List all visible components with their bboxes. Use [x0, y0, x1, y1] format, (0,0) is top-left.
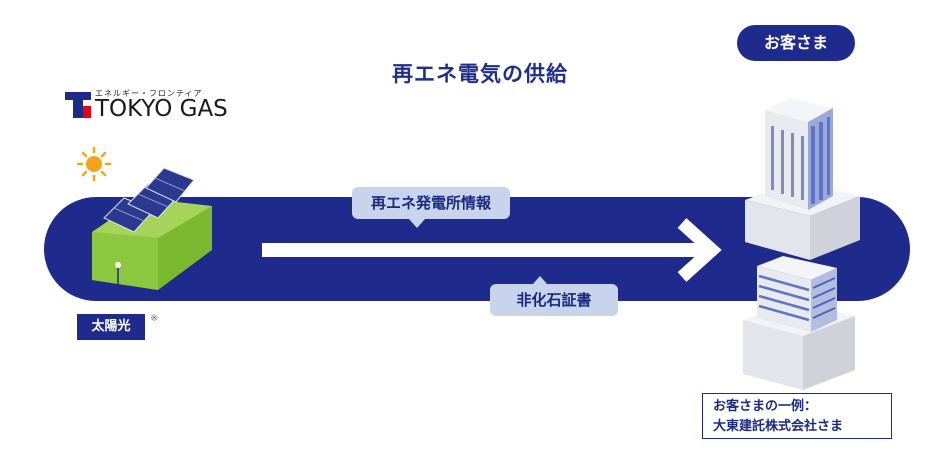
plant-info-label: 再エネ発電所情報	[352, 187, 510, 219]
diagram-title: 再エネ電気の供給	[392, 62, 568, 86]
tokyo-gas-logo: エネルギー・フロンティア TOKYO GAS	[65, 88, 245, 122]
customer-example-name: 大東建託株式会社さま	[713, 419, 844, 434]
customer-example-box: お客さまの一例： 大東建託株式会社さま	[702, 393, 892, 439]
logo-name: TOKYO GAS	[95, 96, 228, 122]
customer-badge: お客さま	[737, 25, 855, 61]
flow-band	[44, 197, 910, 301]
flow-arrow-icon	[262, 218, 722, 282]
customer-example-heading: お客さまの一例：	[713, 399, 818, 414]
pill-pointer-down-icon	[409, 219, 425, 228]
pill-pointer-up-icon	[532, 276, 548, 285]
customer-buildings-illustration	[743, 98, 860, 390]
logo-tagline: エネルギー・フロンティア	[95, 89, 203, 98]
solar-label: 太陽光	[77, 314, 145, 340]
solar-footnote-mark: ※	[150, 313, 159, 324]
tower-building-icon	[745, 98, 860, 260]
tokyo-gas-mark-icon	[65, 92, 91, 118]
sun-icon	[76, 146, 112, 182]
non-fossil-certificate-label: 非化石証書	[490, 284, 618, 316]
apartment-building-icon	[743, 256, 855, 390]
solar-farm-illustration	[76, 146, 212, 300]
